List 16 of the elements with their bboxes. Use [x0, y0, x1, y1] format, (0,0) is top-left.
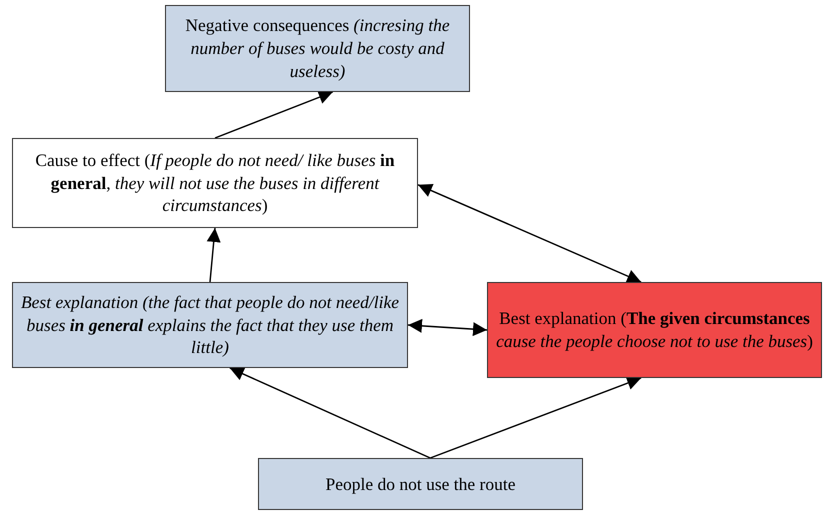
text-box [12, 138, 418, 228]
arrow [418, 184, 642, 283]
arrow [206, 228, 221, 282]
box-text: Best explanation (The given circumstances cause the people choose not to use the buses) [495, 307, 814, 353]
box-text: People do not use the route [325, 472, 516, 496]
text-box [165, 5, 470, 92]
arrow [214, 90, 333, 139]
arrow [430, 376, 642, 459]
text-box [487, 282, 822, 378]
text-box [12, 282, 408, 368]
text-box [258, 458, 583, 510]
box-text: Cause to effect (If people do not need/ like buses in general, they will not use the buses in different circumstances) [34, 148, 396, 218]
arrow [408, 318, 488, 336]
box-text: Negative consequences (incresing the number of buses would be costy and useless) [184, 14, 451, 83]
arrow [230, 367, 431, 459]
box-text: Best explanation (the fact that people do not need/like buses in general explains the fact that they use them little) [20, 290, 400, 360]
